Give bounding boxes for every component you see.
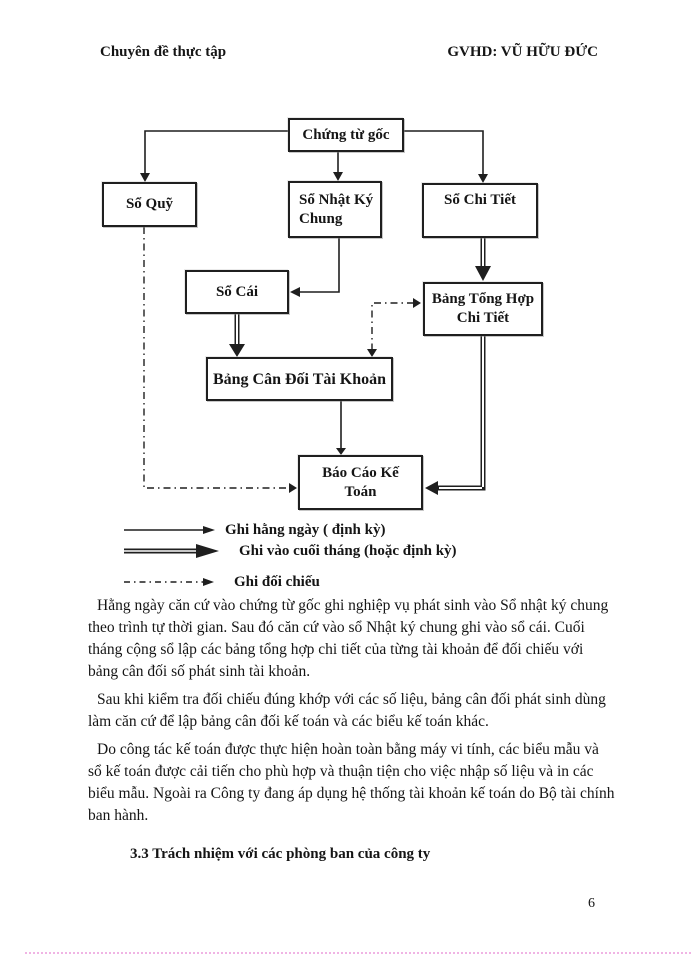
- page-number: 6: [588, 896, 595, 911]
- paragraph-1: Hằng ngày căn cứ vào chứng từ gốc ghi ng…: [88, 597, 609, 680]
- paragraph-2: Sau khi kiểm tra đối chiếu đúng khớp với…: [88, 691, 606, 730]
- header-right-text: GVHD: VŨ HỮU ĐỨC: [447, 44, 598, 60]
- arrow-chungtu-to-soquy: [144, 130, 288, 173]
- thin-arrowheads: [140, 172, 488, 455]
- paragraph-3: Do công tác kế toán được thực hiện hoàn …: [88, 741, 615, 824]
- flow-box-so-cai: Sổ Cái: [185, 270, 289, 314]
- flow-box-bang-tong-hop-chi-tiet: Bảng Tổng Hợp Chi Tiết: [423, 282, 543, 336]
- arrow-chungtu-to-chitiet: [404, 130, 484, 174]
- legend-row-daily: Ghi hằng ngày ( định kỳ): [122, 520, 385, 540]
- footer-dotted-rule: [25, 952, 691, 954]
- flow-box-chung-tu-goc: Chứng từ gốc: [288, 118, 404, 152]
- flow-box-bao-cao-ke-toan: Báo Cáo Kế Toán: [298, 455, 423, 510]
- legend-row-reconcile: Ghi đối chiếu: [122, 572, 320, 592]
- flow-box-so-quy: Sổ Quỹ: [102, 182, 197, 227]
- legend-solid-thick-arrow-icon: [124, 544, 219, 558]
- legend-label-daily: Ghi hằng ngày ( định kỳ): [225, 521, 386, 538]
- double-line-connectors: [229, 238, 491, 495]
- arrow-nhatky-to-socai: [299, 238, 340, 293]
- body-text: Hằng ngày căn cứ vào chứng từ gốc ghi ng…: [88, 595, 616, 865]
- legend-label-reconcile: Ghi đối chiếu: [234, 573, 320, 590]
- section-heading: 3.3 Trách nhiệm với các phòng ban của cô…: [130, 846, 431, 862]
- legend-solid-thin-arrow-icon: [124, 526, 215, 534]
- legend-label-month-end: Ghi vào cuối tháng (hoặc định kỳ): [239, 542, 457, 559]
- flow-box-bang-can-doi-tai-khoan: Bảng Cân Đối Tài Khoản: [206, 357, 393, 401]
- dashdot-connectors: [143, 227, 414, 489]
- flowchart-connectors: [140, 130, 491, 495]
- legend-dash-dot-arrow-icon: [124, 578, 214, 586]
- dashdot-arrowheads: [289, 298, 421, 493]
- flow-box-so-nhat-ky-chung: Sổ Nhật Ký Chung: [288, 181, 382, 238]
- legend-row-month-end: Ghi vào cuối tháng (hoặc định kỳ): [122, 541, 457, 561]
- flow-box-so-chi-tiet: Sổ Chi Tiết: [422, 183, 538, 238]
- page-header: Chuyên đề thực tập GVHD: VŨ HỮU ĐỨC: [100, 44, 598, 61]
- header-left-text: Chuyên đề thực tập: [100, 44, 227, 60]
